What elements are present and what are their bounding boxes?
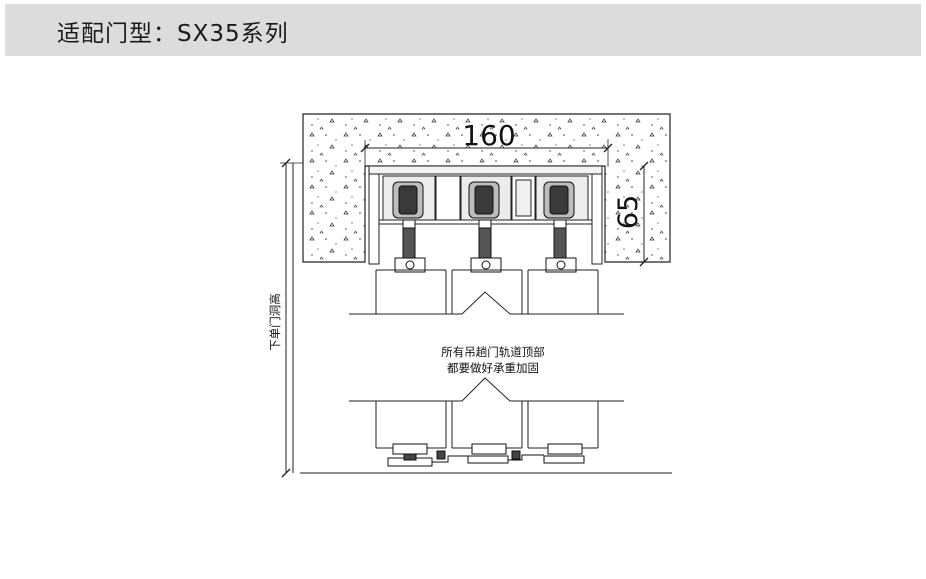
door-panels-lower	[375, 401, 599, 449]
door-height-label: 下单门洞高	[268, 293, 282, 351]
dimension-width	[360, 140, 613, 166]
page-title: 适配门型：SX35系列	[57, 21, 289, 47]
dimension-width-label: 160	[462, 119, 515, 152]
roller-set	[392, 181, 575, 219]
break-line-upper	[349, 291, 624, 315]
door-panels-upper	[375, 269, 599, 314]
dimension-height-label: 65	[613, 195, 644, 229]
bottom-guides	[387, 443, 585, 467]
hanger-rods	[402, 219, 567, 259]
top-clamps	[394, 257, 577, 273]
dimension-height	[639, 161, 649, 267]
break-line-lower	[349, 377, 624, 402]
concrete-ceiling	[302, 113, 671, 263]
title-banner: 适配门型：SX35系列	[5, 4, 921, 56]
note-line-2: 都要做好承重加固	[447, 361, 539, 375]
note-line-1: 所有吊趟门轨道顶部	[441, 345, 545, 359]
dimension-door-height	[280, 158, 303, 478]
